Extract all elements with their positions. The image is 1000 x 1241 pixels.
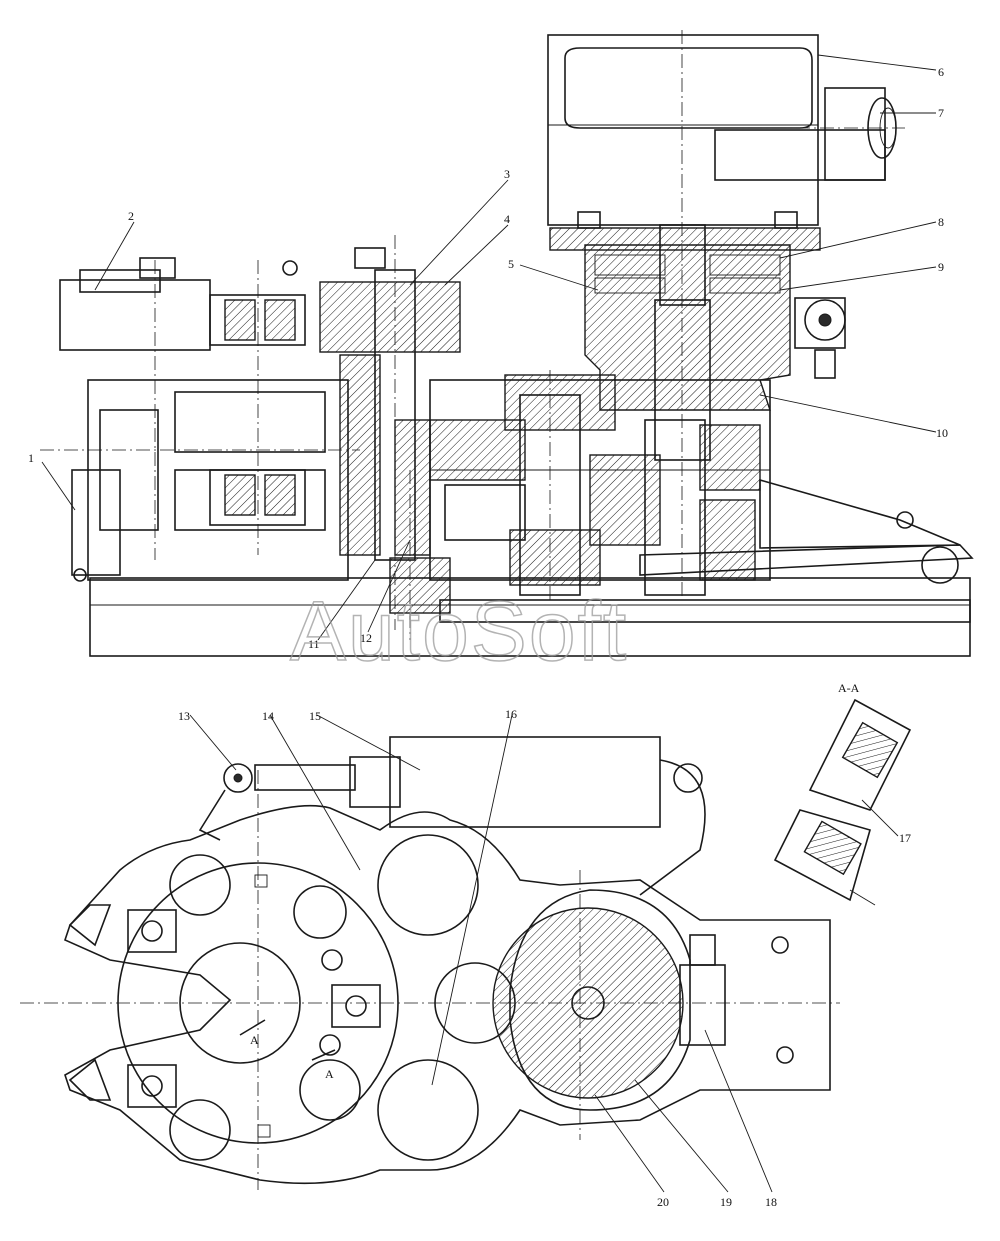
plan-view: A A bbox=[20, 736, 840, 1190]
callout-2: 2 bbox=[128, 209, 134, 223]
callout-numbers: 1 2 3 4 5 6 7 8 9 10 11 12 13 14 15 16 1… bbox=[28, 65, 948, 1209]
callout-20: 20 bbox=[657, 1195, 669, 1209]
section-a-a-detail: A-A bbox=[773, 681, 912, 906]
callout-6: 6 bbox=[938, 65, 944, 79]
callout-12: 12 bbox=[360, 631, 372, 645]
callout-5: 5 bbox=[508, 257, 514, 271]
callout-9: 9 bbox=[938, 260, 944, 274]
callout-leaders bbox=[41, 54, 937, 1193]
callout-3: 3 bbox=[504, 167, 510, 181]
section-marker-a-right: A bbox=[325, 1067, 334, 1081]
callout-14: 14 bbox=[262, 709, 274, 723]
callout-1: 1 bbox=[28, 451, 34, 465]
callout-4: 4 bbox=[504, 212, 510, 226]
longitudinal-section-view bbox=[40, 30, 974, 657]
callout-17: 17 bbox=[899, 831, 911, 845]
callout-19: 19 bbox=[720, 1195, 732, 1209]
callout-13: 13 bbox=[178, 709, 190, 723]
callout-8: 8 bbox=[938, 215, 944, 229]
section-label-a-a: A-A bbox=[838, 681, 860, 695]
callout-16: 16 bbox=[505, 707, 517, 721]
callout-15: 15 bbox=[309, 709, 321, 723]
callout-18: 18 bbox=[765, 1195, 777, 1209]
watermark: AutoSoft bbox=[290, 584, 628, 678]
callout-10: 10 bbox=[936, 426, 948, 440]
section-marker-a-left: A bbox=[250, 1033, 259, 1047]
callout-11: 11 bbox=[308, 637, 320, 651]
callout-7: 7 bbox=[938, 106, 944, 120]
coil-windings bbox=[224, 299, 296, 516]
